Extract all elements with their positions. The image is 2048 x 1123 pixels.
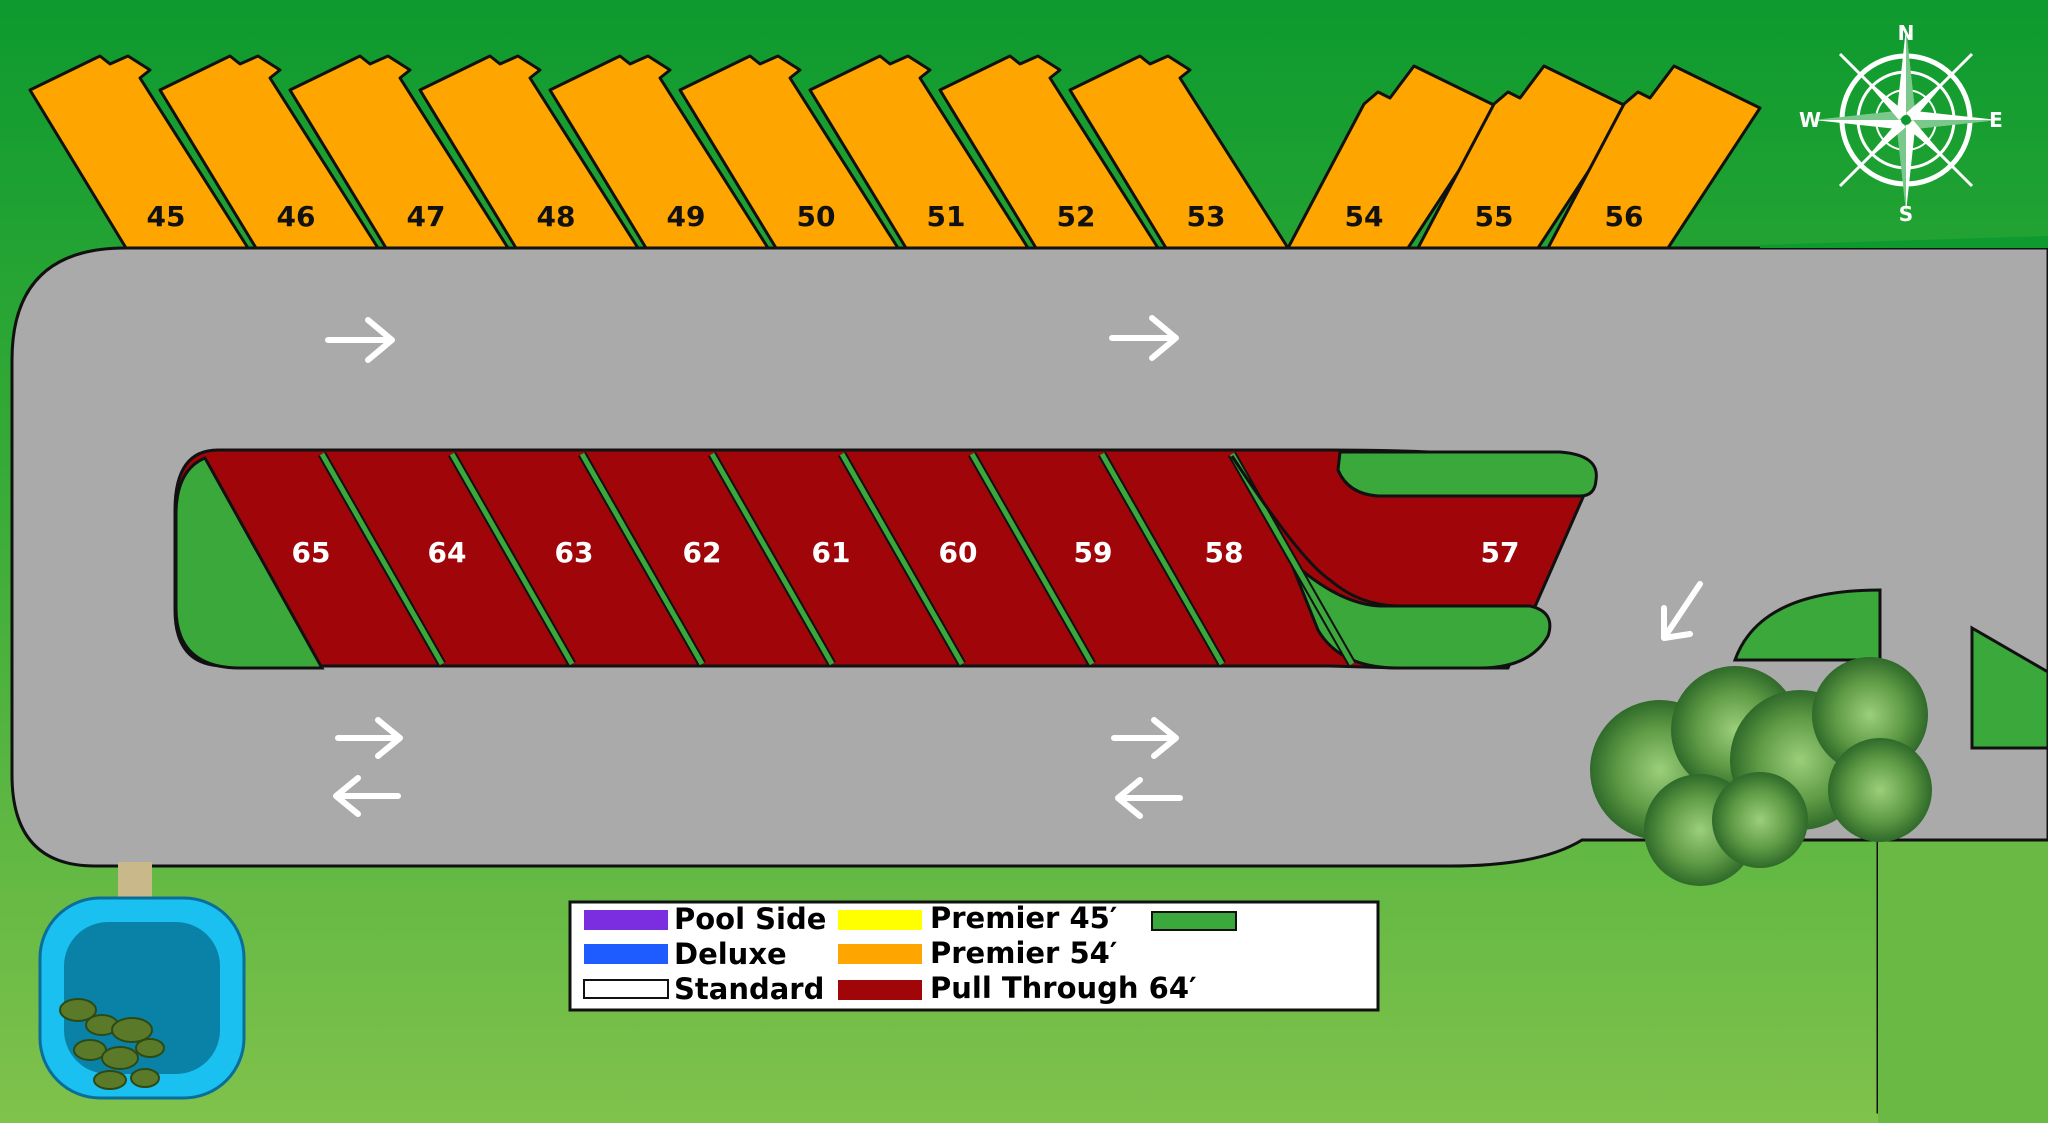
tree-cluster bbox=[1590, 657, 1932, 886]
pool bbox=[38, 862, 246, 1100]
arrow-left-icon bbox=[1115, 777, 1183, 819]
legend-label-premier-54: Premier 54′ bbox=[930, 936, 1117, 970]
grass-strip-right bbox=[1878, 840, 2048, 1123]
pool-post bbox=[118, 862, 152, 902]
compass-south-label: S bbox=[1899, 202, 1913, 226]
pull-through-dividers bbox=[318, 451, 1401, 667]
site-divider bbox=[1099, 452, 1225, 666]
site-divider bbox=[1229, 452, 1355, 666]
premier-site-label: 45 bbox=[147, 200, 186, 233]
arrow-right-icon bbox=[1111, 717, 1179, 759]
compass-west-label: W bbox=[1799, 108, 1821, 132]
compass-rose-icon: N S E W bbox=[1799, 21, 2003, 226]
pull-through-labels: 65 64 63 62 61 60 59 58 57 bbox=[292, 536, 1520, 569]
site-divider bbox=[319, 452, 445, 666]
lily-pads-icon bbox=[59, 998, 165, 1090]
legend-swatch-pool-side bbox=[584, 910, 668, 930]
premier-site-labels: 45 46 47 48 49 50 51 52 53 54 55 56 bbox=[147, 200, 1644, 233]
legend-label-pool-side: Pool Side bbox=[674, 902, 826, 936]
entrance-island bbox=[1732, 588, 1882, 662]
arrow-right-icon bbox=[1109, 315, 1179, 361]
pull-through-site-60[interactable]: 60 bbox=[939, 536, 978, 569]
premier-site-label: 56 bbox=[1605, 200, 1644, 233]
legend: Pool Side Deluxe Standard Premier 45′ Pr… bbox=[568, 900, 1380, 1012]
premier-site-label: 53 bbox=[1187, 200, 1226, 233]
premier-site-54[interactable] bbox=[1286, 64, 1502, 250]
center-island: 65 64 63 62 61 60 59 58 57 bbox=[173, 448, 1598, 670]
premier-site-label: 46 bbox=[277, 200, 316, 233]
premier-site-55[interactable] bbox=[1416, 64, 1632, 250]
premier-site-label: 55 bbox=[1475, 200, 1514, 233]
site-divider bbox=[1230, 455, 1401, 608]
legend-label-pull-through: Pull Through 64′ bbox=[930, 971, 1197, 1005]
arrow-left-icon bbox=[333, 775, 401, 817]
legend-swatch-premier-54 bbox=[838, 944, 922, 964]
legend-swatch-premier-45 bbox=[838, 910, 922, 930]
premier-site-label: 50 bbox=[797, 200, 836, 233]
legend-swatch-pull-through bbox=[838, 980, 922, 1000]
pull-through-site-59[interactable]: 59 bbox=[1074, 536, 1113, 569]
premier-site-label: 48 bbox=[537, 200, 576, 233]
direction-arrows bbox=[325, 315, 1703, 819]
island-green-left bbox=[174, 456, 325, 670]
premier-site-label: 52 bbox=[1057, 200, 1096, 233]
arrow-right-icon bbox=[335, 717, 403, 759]
premier-site-label: 54 bbox=[1345, 200, 1384, 233]
pull-through-site-57[interactable]: 57 bbox=[1481, 536, 1520, 569]
premier-sites-row bbox=[28, 54, 1762, 250]
legend-label-standard: Standard bbox=[674, 972, 824, 1006]
legend-swatch-deluxe bbox=[584, 944, 668, 964]
pull-through-site-61[interactable]: 61 bbox=[812, 536, 851, 569]
island-green-right-bottom bbox=[1288, 558, 1552, 670]
pull-through-site-63[interactable]: 63 bbox=[555, 536, 594, 569]
compass-north-label: N bbox=[1898, 21, 1915, 45]
premier-site-label: 51 bbox=[927, 200, 966, 233]
pull-through-site-64[interactable]: 64 bbox=[428, 536, 467, 569]
premier-site-label: 47 bbox=[407, 200, 446, 233]
pool-water bbox=[64, 922, 220, 1074]
entrance-island-right bbox=[1970, 625, 2048, 750]
legend-box bbox=[568, 900, 1380, 1012]
legend-swatch-standard bbox=[583, 979, 669, 999]
premier-site-56[interactable] bbox=[1546, 64, 1762, 250]
site-divider bbox=[449, 452, 575, 666]
pull-through-site-62[interactable]: 62 bbox=[683, 536, 722, 569]
pull-through-site-58[interactable]: 58 bbox=[1205, 536, 1244, 569]
site-divider bbox=[969, 452, 1095, 666]
arrow-down-left-icon bbox=[1661, 581, 1703, 641]
island-green-right-top bbox=[1336, 450, 1598, 498]
legend-swatch-green bbox=[1151, 911, 1237, 931]
premier-site-label: 49 bbox=[667, 200, 706, 233]
site-divider bbox=[579, 452, 705, 666]
site-divider bbox=[839, 452, 965, 666]
arrow-right-icon bbox=[325, 317, 395, 363]
site-divider bbox=[709, 452, 835, 666]
grass-top-right bbox=[1760, 236, 2048, 248]
legend-label-deluxe: Deluxe bbox=[674, 937, 787, 971]
pull-through-site-65[interactable]: 65 bbox=[292, 536, 331, 569]
legend-label-premier-45: Premier 45′ bbox=[930, 901, 1117, 935]
compass-east-label: E bbox=[1989, 108, 2003, 132]
